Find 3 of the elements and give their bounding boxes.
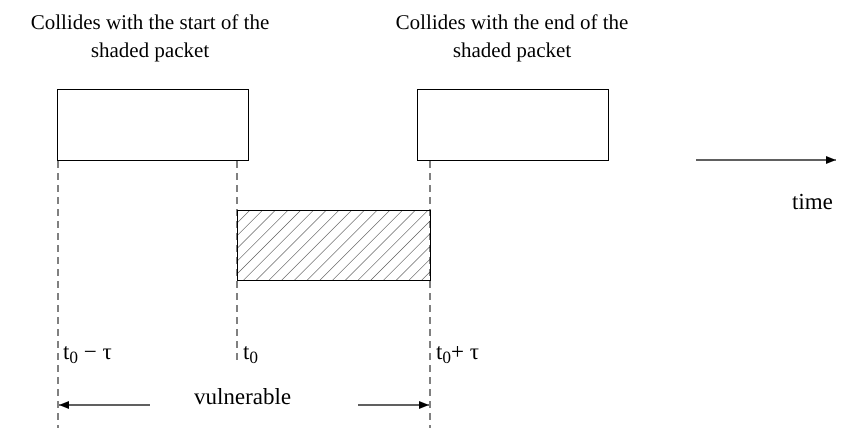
packet-caption: Collides with the end of the shaded packet (394, 9, 630, 64)
shaded-packet-box (237, 210, 431, 281)
packet-caption: Collides with the start of the shaded packet (30, 9, 270, 64)
